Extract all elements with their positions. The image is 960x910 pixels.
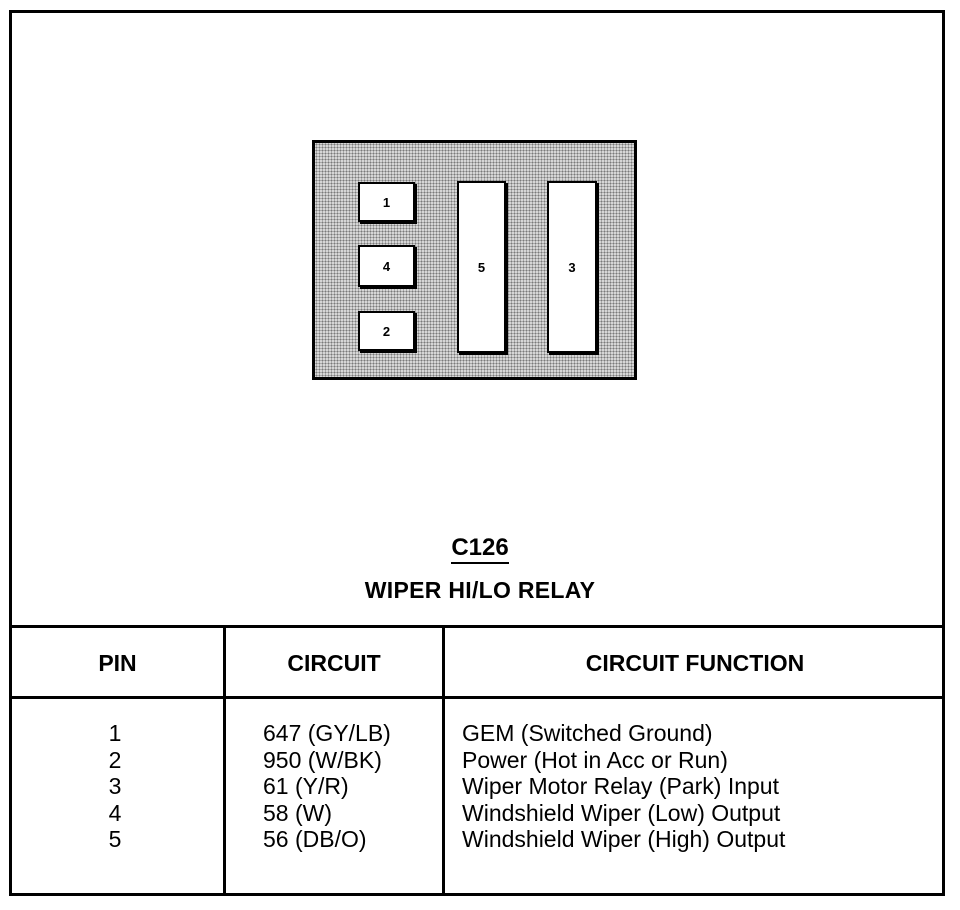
table-cell-pin: 2 (108, 746, 122, 773)
connector-id-caption: C126 (0, 534, 960, 564)
pin-3-terminal: 3 (547, 181, 597, 353)
pin-4-label: 4 (382, 258, 391, 274)
pin-2-label: 2 (382, 323, 391, 339)
pin-column: 1 2 3 4 5 (70, 720, 160, 853)
pin-3-label: 3 (568, 259, 576, 275)
table-cell-circuit: 647 (GY/LB) (263, 720, 391, 746)
table-column-divider-1 (223, 625, 226, 896)
table-cell-function: Windshield Wiper (High) Output (462, 826, 786, 852)
connector-id-text: C126 (451, 534, 509, 564)
header-circuit-function: CIRCUIT FUNCTION (585, 650, 805, 676)
table-header-divider (9, 696, 945, 699)
table-cell-circuit: 56 (DB/O) (263, 826, 367, 852)
pin-4-terminal: 4 (358, 245, 415, 287)
connector-face: 1 4 2 5 3 (312, 140, 637, 380)
table-cell-pin: 5 (108, 826, 122, 852)
table-cell-function: Windshield Wiper (Low) Output (462, 799, 781, 826)
table-cell-function: Power (Hot in Acc or Run) (462, 746, 728, 773)
table-cell-pin: 1 (108, 720, 122, 746)
table-cell-function: Wiper Motor Relay (Park) Input (462, 773, 779, 799)
table-cell-circuit: 950 (W/BK) (263, 746, 382, 773)
pin-2-terminal: 2 (358, 311, 415, 351)
pin-5-label: 5 (477, 259, 486, 275)
table-cell-circuit: 58 (W) (263, 799, 332, 826)
pin-1-terminal: 1 (358, 182, 415, 222)
header-circuit: CIRCUIT (287, 650, 381, 676)
pin-1-label: 1 (382, 194, 391, 210)
pin-5-terminal: 5 (457, 181, 506, 353)
function-column: GEM (Switched Ground) Power (Hot in Acc … (462, 720, 785, 853)
table-cell-pin: 3 (108, 773, 122, 799)
circuit-column: 647 (GY/LB) 950 (W/BK) 61 (Y/R) 58 (W) 5… (263, 720, 391, 853)
table-cell-pin: 4 (108, 799, 122, 826)
table-cell-function: GEM (Switched Ground) (462, 720, 713, 746)
table-cell-circuit: 61 (Y/R) (263, 773, 349, 799)
table-column-divider-2 (442, 625, 445, 896)
header-pin: PIN (98, 650, 137, 676)
table-top-border (9, 625, 945, 628)
connector-name-caption: WIPER HI/LO RELAY (364, 577, 596, 603)
